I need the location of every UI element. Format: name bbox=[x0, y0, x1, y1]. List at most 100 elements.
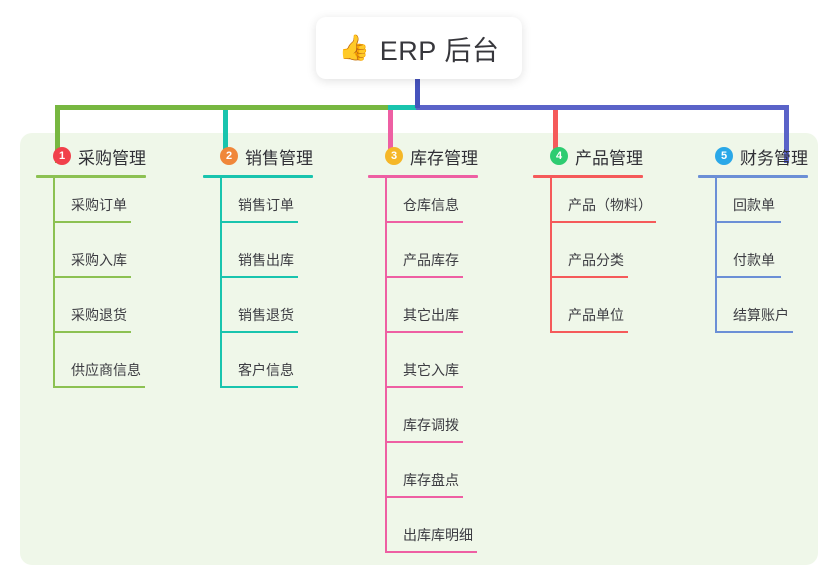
leaf-node[interactable]: 产品分类 bbox=[533, 233, 643, 288]
leaf-underline bbox=[385, 496, 463, 498]
leaf-label: 产品库存 bbox=[403, 252, 459, 268]
leaf-underline bbox=[550, 276, 628, 278]
leaf-label: 仓库信息 bbox=[403, 197, 459, 213]
leaf-label: 回款单 bbox=[733, 197, 775, 213]
leaf-underline bbox=[550, 221, 656, 223]
branch-title: 产品管理 bbox=[575, 148, 643, 168]
leaf-node[interactable]: 回款单 bbox=[698, 178, 808, 233]
leaf-label: 其它入库 bbox=[403, 362, 459, 378]
bus-segment-teal bbox=[388, 105, 418, 110]
leaf-label: 采购入库 bbox=[71, 252, 127, 268]
leaf-label: 产品单位 bbox=[568, 307, 624, 323]
thumbs-up-icon: 👍 bbox=[338, 33, 370, 62]
branch-header-2[interactable]: 2 销售管理 bbox=[203, 143, 313, 169]
branch-spine bbox=[385, 178, 387, 553]
leaf-node[interactable]: 其它出库 bbox=[368, 288, 478, 343]
leaf-node[interactable]: 采购入库 bbox=[36, 233, 146, 288]
leaf-underline bbox=[220, 221, 298, 223]
root-node-title: ERP 后台 bbox=[379, 35, 500, 66]
leaf-label: 库存调拨 bbox=[403, 417, 459, 433]
leaf-node[interactable]: 销售出库 bbox=[203, 233, 313, 288]
leaf-node[interactable]: 产品单位 bbox=[533, 288, 643, 343]
leaf-node[interactable]: 其它入库 bbox=[368, 343, 478, 398]
leaf-node[interactable]: 出库库明细 bbox=[368, 508, 478, 563]
leaf-underline bbox=[385, 441, 463, 443]
leaf-underline bbox=[53, 331, 131, 333]
leaf-node[interactable]: 产品（物料） bbox=[533, 178, 656, 233]
branch-column-4[interactable]: 4 产品管理产品（物料） 产品分类产品单位 bbox=[533, 143, 656, 343]
branch-spine bbox=[220, 178, 222, 388]
branch-underline bbox=[533, 175, 643, 178]
branch-title: 财务管理 bbox=[740, 148, 808, 168]
branch-title: 销售管理 bbox=[245, 148, 313, 168]
branch-column-1[interactable]: 1 采购管理采购订单采购入库采购退货供应商信息 bbox=[36, 143, 146, 398]
branch-header-4[interactable]: 4 产品管理 bbox=[533, 143, 643, 169]
branch-spine bbox=[53, 178, 55, 388]
branch-leaf-list: 回款单付款单结算账户 bbox=[698, 178, 808, 343]
root-trunk-connector bbox=[415, 79, 420, 108]
branch-underline bbox=[698, 175, 808, 178]
leaf-underline bbox=[53, 276, 131, 278]
branch-badge-icon: 2 bbox=[220, 147, 238, 165]
leaf-label: 产品（物料） bbox=[568, 197, 652, 213]
leaf-underline bbox=[220, 386, 298, 388]
branch-stub-4 bbox=[553, 105, 558, 163]
branch-stub-3 bbox=[388, 105, 393, 163]
leaf-node[interactable]: 付款单 bbox=[698, 233, 808, 288]
branch-badge-icon: 4 bbox=[550, 147, 568, 165]
leaf-underline bbox=[385, 551, 477, 553]
branch-underline bbox=[203, 175, 313, 178]
leaf-label: 采购退货 bbox=[71, 307, 127, 323]
leaf-label: 库存盘点 bbox=[403, 472, 459, 488]
branch-spine bbox=[715, 178, 717, 333]
root-node-card[interactable]: 👍 ERP 后台 bbox=[316, 17, 522, 79]
branch-header-1[interactable]: 1 采购管理 bbox=[36, 143, 146, 169]
branch-stub-5 bbox=[784, 105, 789, 163]
leaf-underline bbox=[385, 276, 463, 278]
branch-underline bbox=[36, 175, 146, 178]
branch-leaf-list: 产品（物料） 产品分类产品单位 bbox=[533, 178, 656, 343]
leaf-node[interactable]: 客户信息 bbox=[203, 343, 313, 398]
bus-segment-indigo bbox=[416, 105, 786, 110]
leaf-node[interactable]: 仓库信息 bbox=[368, 178, 478, 233]
branch-stub-1 bbox=[55, 105, 60, 163]
branch-title: 库存管理 bbox=[410, 148, 478, 168]
leaf-node[interactable]: 结算账户 bbox=[698, 288, 808, 343]
leaf-label: 客户信息 bbox=[238, 362, 294, 378]
leaf-node[interactable]: 采购退货 bbox=[36, 288, 146, 343]
leaf-underline bbox=[53, 386, 145, 388]
leaf-underline bbox=[53, 221, 131, 223]
branch-stub-2 bbox=[223, 105, 228, 163]
leaf-underline bbox=[385, 386, 463, 388]
leaf-node[interactable]: 销售退货 bbox=[203, 288, 313, 343]
leaf-node[interactable]: 销售订单 bbox=[203, 178, 313, 233]
branch-underline bbox=[368, 175, 478, 178]
branch-badge-icon: 1 bbox=[53, 147, 71, 165]
leaf-node[interactable]: 采购订单 bbox=[36, 178, 146, 233]
branch-title: 采购管理 bbox=[78, 148, 146, 168]
leaf-label: 销售出库 bbox=[238, 252, 294, 268]
leaf-label: 产品分类 bbox=[568, 252, 624, 268]
leaf-underline bbox=[715, 221, 781, 223]
leaf-label: 销售退货 bbox=[238, 307, 294, 323]
leaf-label: 付款单 bbox=[733, 252, 775, 268]
branch-leaf-list: 仓库信息产品库存其它出库其它入库库存调拨库存盘点出库库明细 bbox=[368, 178, 478, 563]
branch-column-2[interactable]: 2 销售管理销售订单销售出库销售退货客户信息 bbox=[203, 143, 313, 398]
leaf-node[interactable]: 库存调拨 bbox=[368, 398, 478, 453]
leaf-node[interactable]: 供应商信息 bbox=[36, 343, 146, 398]
leaf-label: 结算账户 bbox=[733, 307, 789, 323]
leaf-label: 其它出库 bbox=[403, 307, 459, 323]
leaf-node[interactable]: 产品库存 bbox=[368, 233, 478, 288]
leaf-underline bbox=[385, 331, 463, 333]
leaf-node[interactable]: 库存盘点 bbox=[368, 453, 478, 508]
leaf-label: 出库库明细 bbox=[403, 527, 473, 543]
leaf-underline bbox=[715, 276, 781, 278]
branch-leaf-list: 销售订单销售出库销售退货客户信息 bbox=[203, 178, 313, 398]
leaf-label: 销售订单 bbox=[238, 197, 294, 213]
diagram-background-panel bbox=[20, 133, 818, 565]
